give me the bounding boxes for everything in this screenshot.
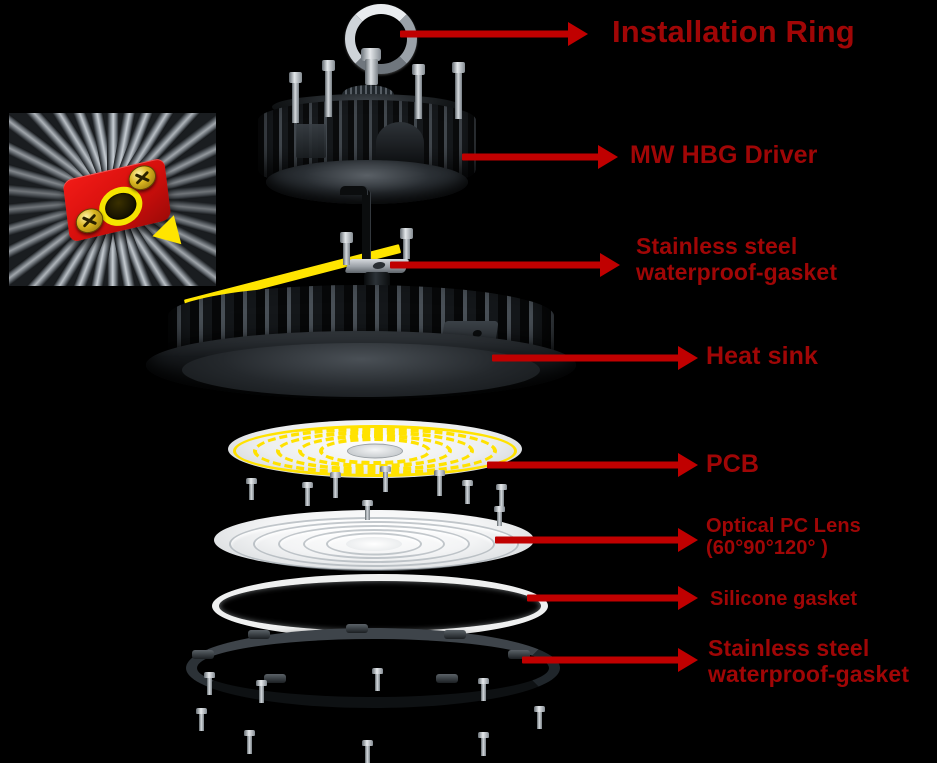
pcb-screw-3: [330, 472, 341, 498]
led-ring-1: [319, 437, 431, 465]
steel-ring-tab-4: [444, 630, 466, 639]
steel-ring-body: [186, 628, 560, 708]
driver-cable-bend: [340, 186, 368, 195]
lens-screw-1: [362, 500, 373, 520]
pcb-screw-2: [302, 482, 313, 506]
driver-bolt-1: [289, 72, 302, 123]
steel-ring-tab-3: [346, 624, 368, 633]
steel-ring-tab-2: [248, 630, 270, 639]
loose-screw-5: [534, 706, 545, 729]
lens-ring-3: [278, 525, 470, 563]
eye-stem: [365, 59, 378, 85]
steel-ring-tab-6: [436, 674, 458, 683]
lens-ring-2: [303, 529, 445, 559]
silicone-gasket-part: [212, 574, 548, 638]
eye-ring: [345, 4, 417, 74]
loose-screw-1: [196, 708, 207, 731]
driver-dome: [376, 122, 424, 164]
loose-screw-2: [244, 730, 255, 754]
driver-cable: [362, 190, 371, 262]
driver-window: [296, 124, 326, 158]
pcb-screw-1: [246, 478, 257, 500]
driver-bolt-2: [322, 60, 335, 117]
steel-ring-tab-7: [264, 674, 286, 683]
gasket-detail-inset: [8, 112, 217, 287]
gasket-bolt-1: [340, 232, 353, 265]
installation-ring-part: [340, 4, 417, 85]
pcb-screw-5: [434, 470, 445, 496]
pcb-center-hub: [347, 443, 403, 459]
ring-screw-3: [372, 668, 383, 691]
label-stainless-steel-waterproof-gasket-top: Stainless steel waterproof-gasket: [636, 233, 838, 285]
loose-screw-4: [478, 732, 489, 756]
label-pcb: PCB: [706, 450, 760, 478]
label-mw-hbg-driver: MW HBG Driver: [630, 141, 818, 169]
label-stainless-steel-waterproof-gasket-bottom: Stainless steel waterproof-gasket: [708, 635, 910, 687]
steel-retaining-ring-part: [186, 624, 560, 708]
label-optical-pc-lens: Optical PC Lens (60°90°120° ): [706, 515, 861, 560]
led-ring-4: [253, 427, 497, 475]
eye-neck: [361, 48, 381, 61]
ring-screw-4: [478, 678, 489, 701]
lens-center: [346, 537, 402, 551]
driver-bolt-3: [412, 64, 425, 119]
heat-sink-part: [146, 285, 576, 420]
steel-ring-tab-1: [192, 650, 214, 659]
label-heat-sink: Heat sink: [706, 342, 819, 370]
loose-screw-3: [362, 740, 373, 763]
lens-ring-5: [229, 517, 519, 571]
lens-ring-1: [326, 532, 422, 556]
pcb-screw-6: [462, 480, 473, 504]
steel-ring-tab-5: [508, 650, 530, 659]
lens-ring-4: [253, 521, 495, 567]
led-ring-2: [298, 434, 452, 468]
label-installation-ring: Installation Ring: [612, 14, 855, 49]
led-ring-3: [276, 430, 474, 472]
ring-screw-1: [204, 672, 215, 695]
gasket-bolt-2: [400, 228, 413, 259]
pcb-screw-4: [380, 466, 391, 492]
label-silicone-gasket: Silicone gasket: [710, 588, 858, 610]
lens-screw-2: [494, 506, 505, 526]
pcb-part: [228, 420, 522, 482]
driver-bolt-4: [452, 62, 465, 119]
heat-sink-underside: [182, 343, 540, 397]
pcb-screw-7: [496, 484, 507, 506]
optical-pc-lens-part: [214, 510, 534, 578]
ring-screw-2: [256, 680, 267, 703]
